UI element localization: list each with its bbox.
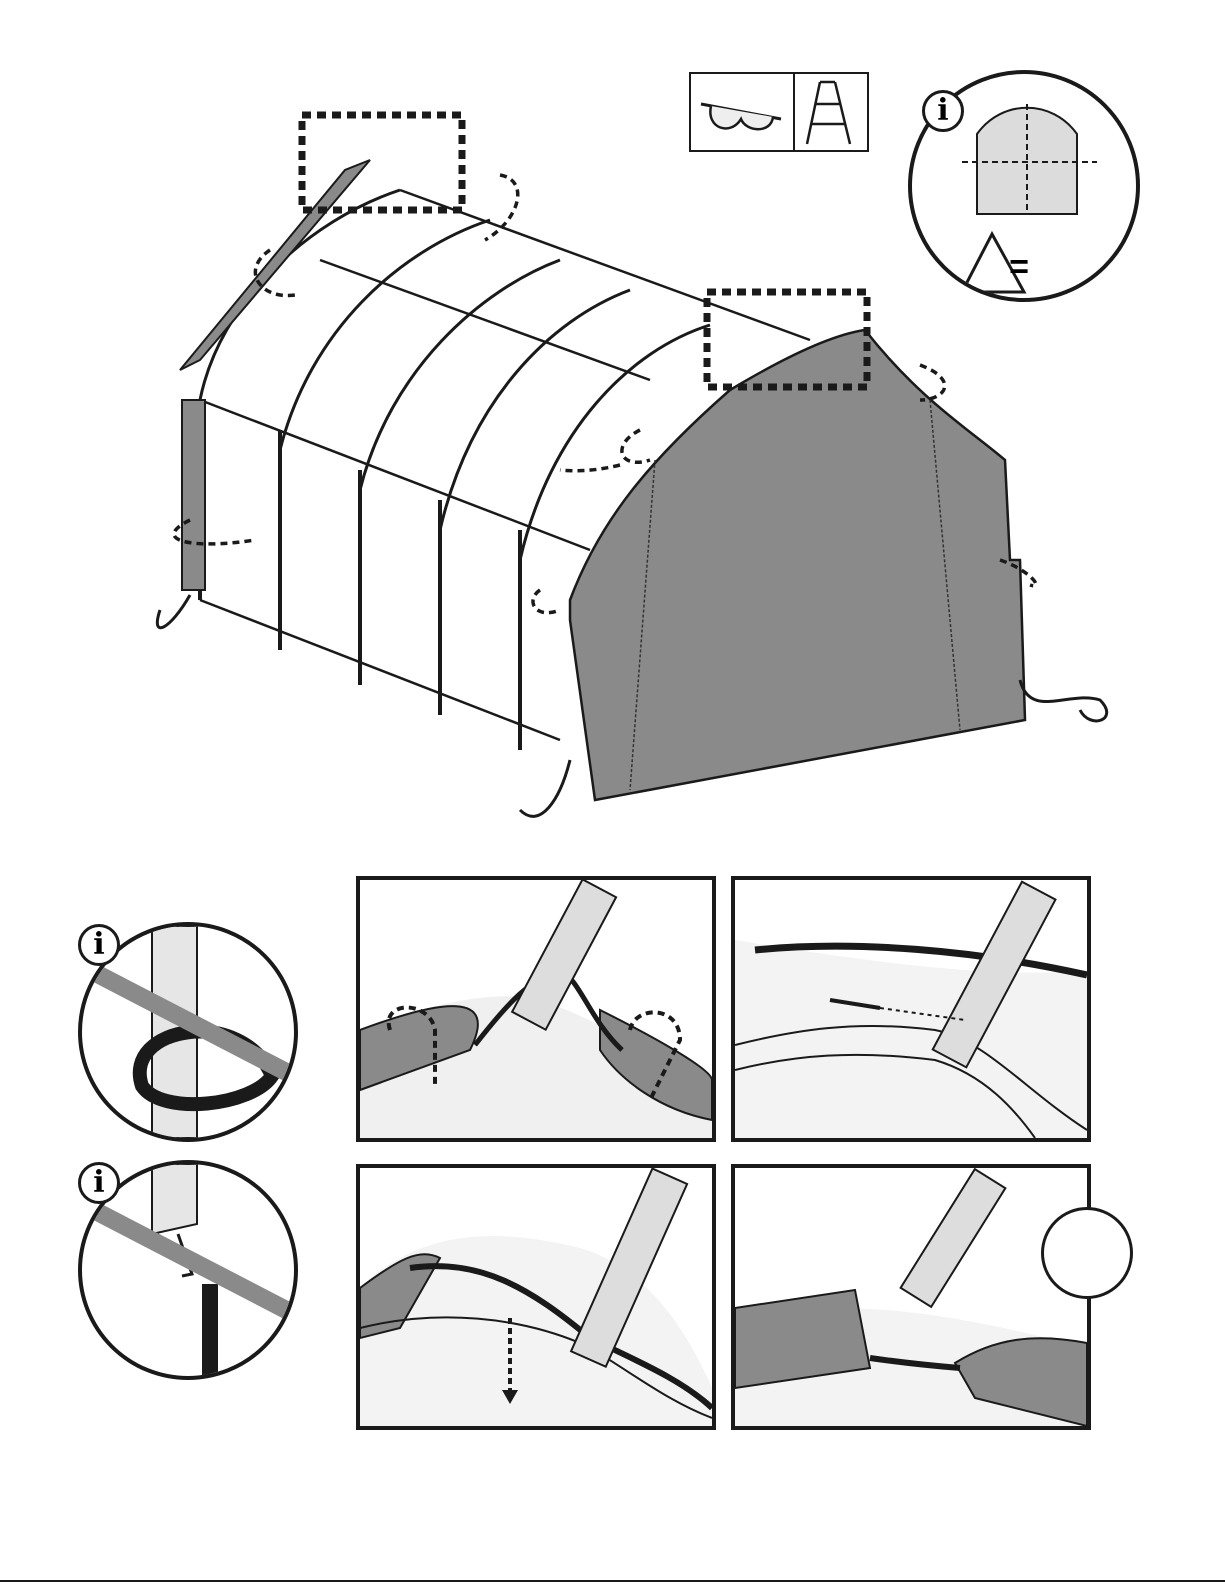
- equal-sign-text: =: [1009, 248, 1029, 286]
- safety-glasses-icon: [691, 74, 795, 150]
- step-number-badge: [1041, 1207, 1133, 1299]
- required-tools: [689, 72, 869, 152]
- step-ladder-icon: [795, 74, 867, 150]
- equal-sign: =: [1004, 252, 1034, 282]
- bottom-rule: [0, 1580, 1225, 1582]
- detail-panel-cable-route: [356, 1164, 716, 1430]
- detail-panel-pin-insert: [731, 876, 1091, 1142]
- detail-panel-fabric-wrap: [356, 876, 716, 1142]
- info-icon: i: [922, 90, 964, 132]
- detail-panel-finished-joint: [731, 1164, 1091, 1430]
- info-letter: i: [93, 927, 104, 962]
- info-icon: i: [78, 924, 120, 966]
- info-icon: i: [78, 1162, 120, 1204]
- info-letter: i: [937, 93, 948, 128]
- info-letter: i: [93, 1165, 104, 1200]
